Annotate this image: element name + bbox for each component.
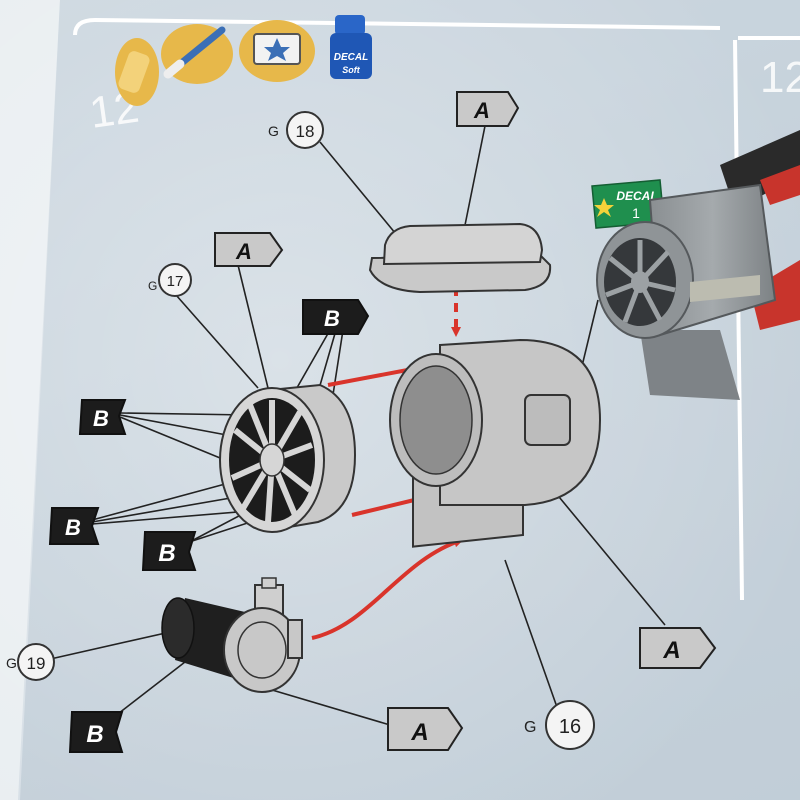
sprue-letter: G xyxy=(268,123,279,139)
part-17-fan xyxy=(219,383,357,533)
decal-bottle-subtext: Soft xyxy=(342,65,360,75)
paint-flag-b-fan-top: B xyxy=(302,299,370,335)
paint-flag-letter: B xyxy=(93,406,109,431)
part-number: 16 xyxy=(559,716,581,738)
paint-flag-letter: B xyxy=(324,306,340,331)
part-callout-18: G 18 xyxy=(268,111,324,149)
paint-flag-b-pipe: B xyxy=(68,711,124,753)
decal-tag-text: DECAL xyxy=(616,189,657,203)
part-16-body xyxy=(389,338,602,548)
arrow-from-pipe xyxy=(311,537,464,640)
decal-sheet-icon xyxy=(239,20,315,82)
part-number: 18 xyxy=(296,122,315,141)
paint-flag-b-bottom: B xyxy=(141,531,197,571)
next-step-number: 12 xyxy=(760,53,800,102)
part-callout-17: G 17 xyxy=(148,263,192,297)
paint-flag-a-pipe: A xyxy=(387,707,464,751)
arrow-to-intake xyxy=(327,364,420,387)
paint-flag-letter: A xyxy=(410,719,428,746)
part-18-cover xyxy=(368,222,552,294)
built-model-part xyxy=(596,130,800,400)
part-number: 17 xyxy=(167,273,184,290)
part-number: 19 xyxy=(27,654,46,673)
glue-icon xyxy=(115,38,159,106)
paintbrush-icon xyxy=(161,24,233,84)
sprue-letter: G xyxy=(148,279,157,293)
paint-flag-letter: A xyxy=(662,637,680,664)
step-frame xyxy=(73,17,721,36)
decal-callout: DECAL 1 xyxy=(591,179,665,229)
paint-flag-b-lower-left: B xyxy=(48,507,100,545)
paint-flag-letter: B xyxy=(86,721,103,748)
step-divider xyxy=(733,39,744,601)
paint-flag-letter: B xyxy=(65,515,81,540)
decal-tag-number: 1 xyxy=(632,205,640,221)
part-19-pipe xyxy=(161,577,303,693)
paint-flag-letter: A xyxy=(473,98,490,123)
paint-flag-a-cover: A xyxy=(456,91,520,127)
paint-flag-a-fan: A xyxy=(214,232,284,267)
decal-bottle-text: DECAL xyxy=(334,52,368,63)
paint-flag-a-body: A xyxy=(639,627,717,669)
part-callout-19: G 19 xyxy=(6,643,55,681)
paint-flag-b-left: B xyxy=(78,399,127,435)
decal-soft-bottle-icon: DECAL Soft xyxy=(330,15,372,79)
part-callout-16: G 16 xyxy=(524,700,595,750)
paint-flag-letter: A xyxy=(235,239,252,264)
sprue-letter: G xyxy=(524,719,536,736)
paint-flag-letter: B xyxy=(158,540,175,567)
sprue-letter: G xyxy=(6,655,17,671)
